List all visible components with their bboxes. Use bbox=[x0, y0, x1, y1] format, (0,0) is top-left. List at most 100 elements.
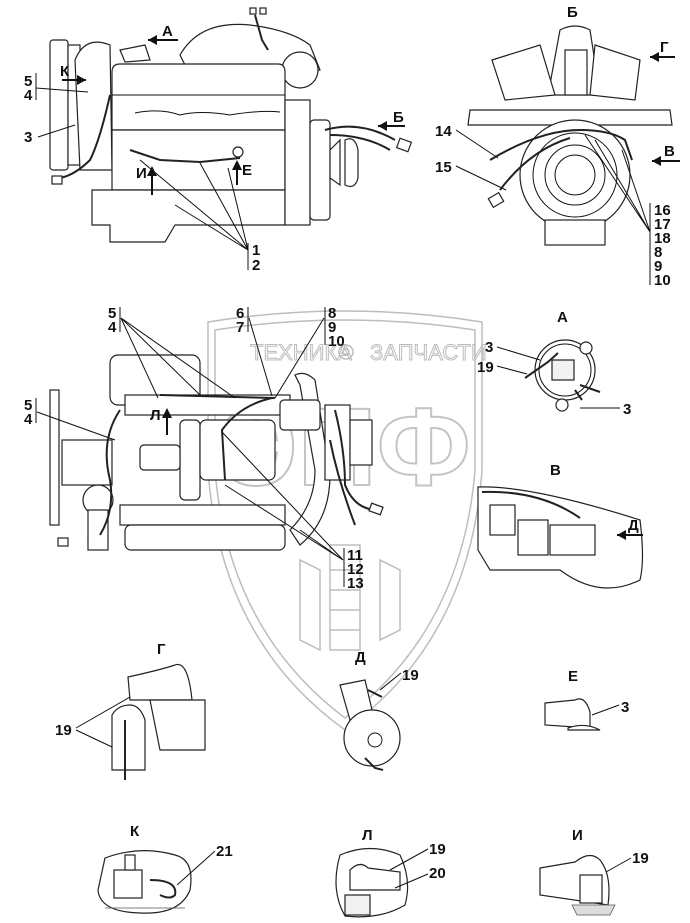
callout-6-7: 6 7 bbox=[236, 305, 273, 397]
svg-text:7: 7 bbox=[236, 319, 244, 336]
callout-3: 3 bbox=[24, 124, 76, 146]
callout-1-2: 1 2 bbox=[139, 159, 260, 274]
right-head bbox=[119, 504, 286, 526]
detail-G-title: Г bbox=[157, 641, 166, 658]
callout-A-3-bottom: 3 bbox=[580, 401, 631, 418]
front-view-title: Б bbox=[567, 4, 578, 21]
detail-K-title: К bbox=[130, 823, 140, 840]
front-view: Б Г В 14 15 1 bbox=[435, 4, 680, 289]
svg-text:6: 6 bbox=[236, 305, 244, 322]
svg-text:14: 14 bbox=[435, 123, 452, 140]
svg-text:8: 8 bbox=[654, 244, 662, 261]
view-arrow-L: Л bbox=[150, 407, 172, 435]
detail-K-outline bbox=[97, 850, 192, 914]
svg-text:А: А bbox=[162, 23, 173, 40]
svg-text:4: 4 bbox=[108, 319, 117, 336]
watermark-shield bbox=[207, 310, 483, 731]
callout-I-19: 19 bbox=[605, 850, 649, 873]
view-arrow-K: К bbox=[60, 63, 86, 85]
flywheel bbox=[519, 119, 631, 231]
callout-G-19: 19 bbox=[55, 696, 131, 748]
detail-I: И 19 bbox=[539, 827, 649, 916]
svg-text:10: 10 bbox=[328, 333, 345, 350]
view-arrow-E: Е bbox=[232, 160, 252, 185]
pulley bbox=[49, 39, 69, 171]
view-arrow-I: И bbox=[136, 165, 157, 195]
svg-text:В: В bbox=[664, 143, 675, 160]
svg-text:19: 19 bbox=[55, 722, 72, 739]
svg-text:2: 2 bbox=[252, 257, 260, 274]
exhaust-manifold bbox=[467, 109, 673, 126]
svg-text:Е: Е bbox=[242, 162, 252, 179]
detail-D: Д 19 bbox=[339, 649, 419, 771]
detail-G: Г 19 bbox=[55, 641, 206, 780]
callout-5-4-left: 5 4 bbox=[24, 397, 116, 441]
svg-text:Б: Б bbox=[393, 109, 404, 126]
callout-5-4-top: 5 4 bbox=[108, 305, 236, 399]
detail-V-title: В bbox=[550, 462, 561, 479]
svg-text:5: 5 bbox=[24, 73, 32, 90]
detail-L: Л 19 20 bbox=[335, 827, 446, 918]
svg-text:3: 3 bbox=[24, 129, 32, 146]
callout-D-19: 19 bbox=[379, 667, 419, 691]
svg-text:17: 17 bbox=[654, 216, 671, 233]
svg-text:5: 5 bbox=[24, 397, 32, 414]
callout-E-3: 3 bbox=[591, 699, 629, 716]
top-connector bbox=[368, 502, 384, 516]
detail-A-title: А bbox=[557, 309, 568, 326]
oil-pan bbox=[91, 189, 286, 243]
oil-sump bbox=[544, 219, 606, 246]
starter bbox=[549, 524, 596, 556]
svg-text:4: 4 bbox=[24, 411, 33, 428]
detail-V: В Д bbox=[477, 462, 644, 589]
view-arrow-G: Г bbox=[650, 39, 675, 62]
svg-text:19: 19 bbox=[402, 667, 419, 684]
detail-I-title: И bbox=[572, 827, 583, 844]
svg-text:Л: Л bbox=[150, 407, 161, 424]
svg-text:11: 11 bbox=[347, 547, 363, 564]
top-water-pump bbox=[61, 439, 113, 486]
callout-K-21: 21 bbox=[176, 843, 233, 886]
watermark-wheat bbox=[299, 544, 401, 652]
svg-text:16: 16 bbox=[654, 202, 671, 219]
callout-15: 15 bbox=[435, 159, 507, 191]
svg-text:3: 3 bbox=[621, 699, 629, 716]
callout-L-20: 20 bbox=[394, 865, 446, 889]
svg-text:12: 12 bbox=[347, 561, 364, 578]
watermark-text-left: ТЕХНИКА bbox=[250, 340, 352, 365]
detail-E-title: Е bbox=[568, 668, 578, 685]
svg-text:3: 3 bbox=[485, 339, 493, 356]
view-arrow-D: Д bbox=[617, 517, 643, 540]
detail-L-title: Л bbox=[362, 827, 373, 844]
svg-text:19: 19 bbox=[477, 359, 494, 376]
detail-E: Е 3 bbox=[544, 668, 629, 731]
starter-end-plate bbox=[343, 709, 401, 767]
top-turbo bbox=[199, 419, 276, 481]
callout-A-3-top: 3 bbox=[485, 339, 541, 361]
svg-text:4: 4 bbox=[24, 87, 33, 104]
gear-icon bbox=[338, 344, 354, 360]
svg-text:9: 9 bbox=[654, 258, 662, 275]
svg-text:19: 19 bbox=[429, 841, 446, 858]
callout-A-19: 19 bbox=[477, 359, 528, 376]
svg-text:8: 8 bbox=[328, 305, 336, 322]
sensor-boot bbox=[544, 698, 591, 729]
svg-text:20: 20 bbox=[429, 865, 446, 882]
detail-A: А 3 19 3 bbox=[477, 309, 631, 418]
svg-text:21: 21 bbox=[216, 843, 233, 860]
valve-cover bbox=[111, 63, 286, 131]
connector bbox=[395, 137, 413, 153]
callout-L-19: 19 bbox=[389, 841, 446, 871]
svg-text:Д: Д bbox=[628, 517, 639, 534]
top-pulley bbox=[49, 389, 60, 526]
detail-K: К 21 bbox=[97, 823, 233, 914]
view-arrow-B: Б bbox=[378, 109, 405, 131]
svg-text:13: 13 bbox=[347, 575, 364, 592]
svg-text:5: 5 bbox=[108, 305, 116, 322]
svg-text:9: 9 bbox=[328, 319, 336, 336]
svg-text:К: К bbox=[60, 63, 70, 80]
view-arrow-V: В bbox=[652, 143, 680, 166]
svg-text:Г: Г bbox=[660, 39, 669, 56]
svg-text:10: 10 bbox=[654, 272, 671, 289]
